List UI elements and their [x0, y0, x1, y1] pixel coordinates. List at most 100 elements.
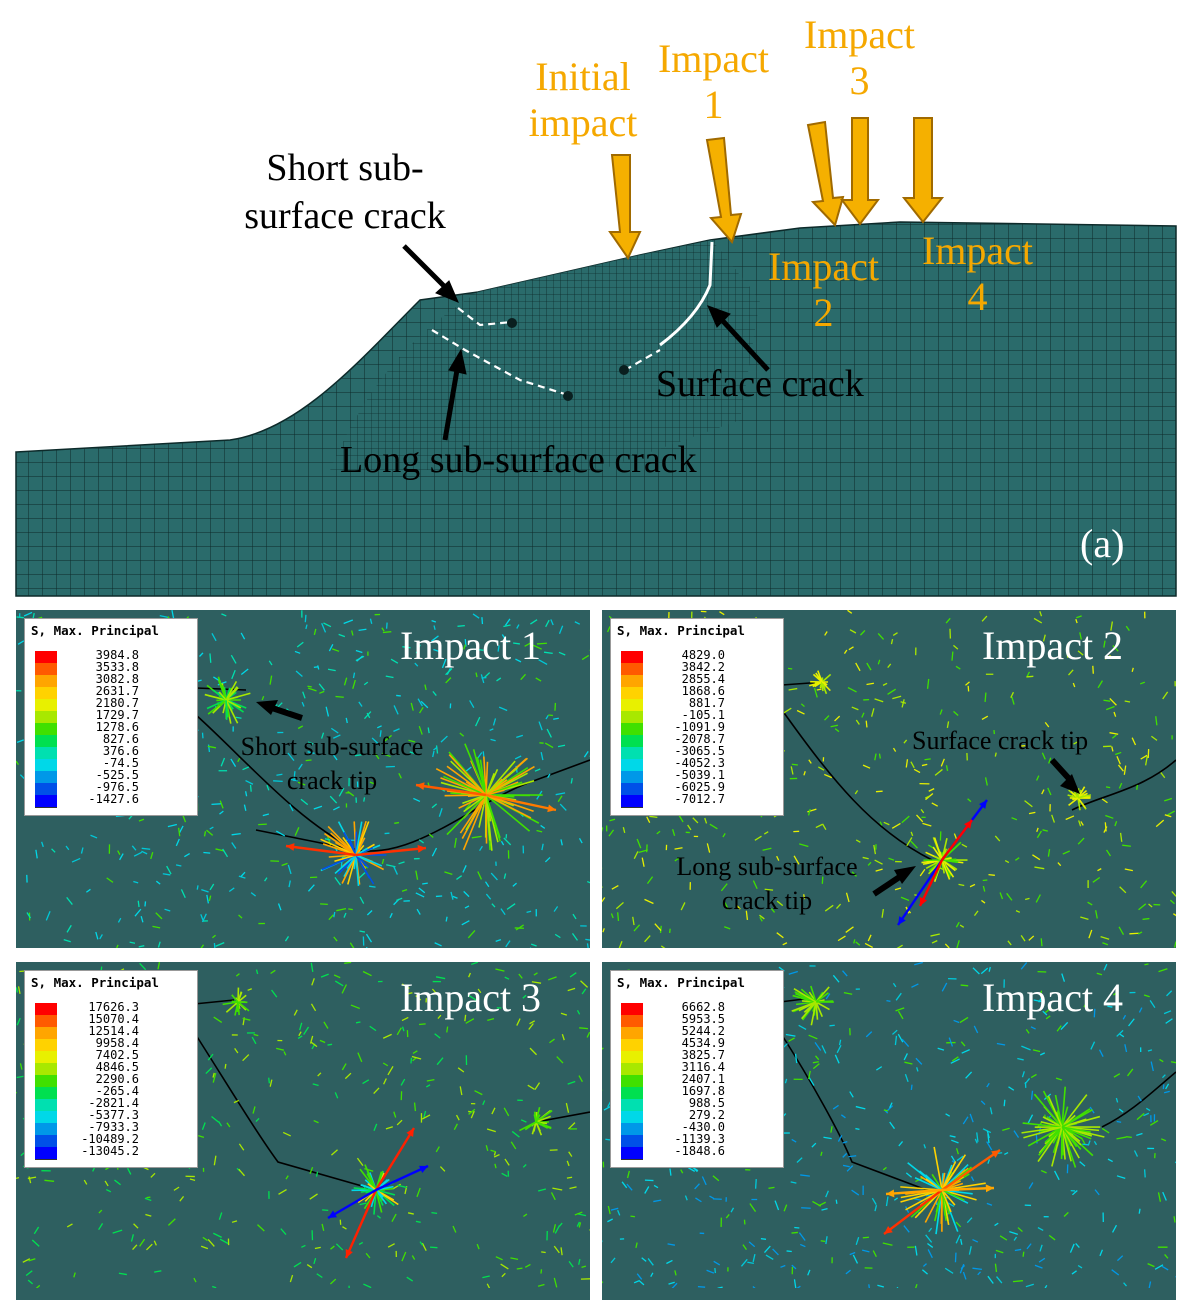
- stress-vector: [965, 681, 970, 686]
- stress-vector: [523, 1213, 528, 1218]
- stress-vector: [937, 1047, 945, 1051]
- stress-vector: [671, 1282, 678, 1288]
- stress-vector-burst: [821, 673, 832, 683]
- stress-vector: [1039, 611, 1043, 617]
- stress-vector: [503, 1107, 510, 1117]
- stress-vector: [823, 1136, 832, 1140]
- stress-vector: [1119, 832, 1123, 842]
- stress-vector: [791, 1264, 797, 1270]
- panel-title: Impact 4: [982, 975, 1124, 1020]
- stress-vector: [461, 920, 470, 926]
- stress-vector: [516, 1267, 523, 1270]
- stress-vector: [520, 1119, 527, 1123]
- stress-vector: [352, 679, 356, 689]
- stress-vector: [550, 1192, 556, 1201]
- stress-vector-burst: [803, 1001, 817, 1013]
- annotation-surface-crack-tip: Surface crack tip: [912, 726, 1089, 755]
- stress-vector: [961, 1049, 970, 1054]
- stress-vector-burst: [1061, 1126, 1092, 1140]
- stress-vector: [887, 688, 897, 695]
- stress-vector-burst: [1072, 797, 1079, 801]
- stress-vector: [814, 1055, 820, 1061]
- legend-color-bar: [35, 651, 57, 808]
- stress-vector: [834, 715, 841, 722]
- stress-vector: [150, 1172, 156, 1178]
- stress-vector: [986, 1202, 993, 1206]
- stress-vector: [835, 1199, 838, 1204]
- stress-vector: [1098, 1049, 1104, 1057]
- stress-vector: [244, 791, 248, 797]
- stress-vector: [514, 755, 522, 760]
- stress-vector: [554, 1225, 561, 1234]
- stress-vector: [1106, 705, 1115, 711]
- stress-vector: [1112, 645, 1119, 652]
- stress-vector: [668, 1281, 675, 1285]
- legend-value: 2631.7: [95, 684, 139, 698]
- stress-vector: [882, 1166, 887, 1171]
- legend-value: 1278.6: [95, 720, 139, 734]
- stress-vector: [162, 873, 171, 876]
- stress-vector: [498, 706, 508, 712]
- stress-vector: [1105, 786, 1111, 789]
- stress-vector-burst: [1038, 1126, 1063, 1156]
- stress-vector: [1011, 696, 1015, 705]
- stress-vector: [469, 700, 475, 709]
- stress-vector: [134, 908, 142, 917]
- legend-value: 2855.4: [681, 672, 725, 686]
- stress-vector: [352, 672, 356, 679]
- stress-vector: [242, 1017, 251, 1021]
- stress-vector-burst: [327, 825, 357, 856]
- stress-vector-burst: [1044, 1126, 1063, 1143]
- stress-vector: [927, 1249, 933, 1259]
- stress-vector: [724, 902, 729, 910]
- stress-vector: [212, 934, 216, 939]
- stress-vector: [825, 1190, 829, 1198]
- stress-vector: [503, 624, 511, 628]
- stress-vector: [1065, 815, 1075, 821]
- stress-vector: [328, 914, 334, 921]
- stress-vector: [1163, 1090, 1170, 1094]
- stress-vector: [287, 752, 295, 762]
- stress-vector: [334, 876, 342, 886]
- stress-vector: [544, 742, 554, 749]
- stress-vector: [1116, 1029, 1124, 1037]
- stress-vector: [309, 1166, 314, 1175]
- arrow-surface-crack: [720, 318, 770, 372]
- stress-vector: [312, 1083, 319, 1087]
- stress-vector: [332, 754, 338, 761]
- stress-vector: [955, 921, 960, 928]
- stress-vector: [874, 698, 884, 703]
- stress-vector: [25, 1270, 33, 1276]
- stress-vector: [560, 1247, 563, 1256]
- stress-vector: [903, 1053, 908, 1061]
- stress-vector: [255, 969, 259, 975]
- stress-vector: [1160, 1138, 1167, 1142]
- stress-vector: [487, 1018, 495, 1022]
- stress-vector: [579, 1027, 588, 1030]
- stress-vector: [972, 1238, 979, 1243]
- stress-vector: [294, 827, 300, 836]
- stress-vector: [864, 942, 873, 948]
- stress-vector: [387, 1243, 395, 1248]
- stress-vector: [331, 648, 340, 652]
- stress-vector: [961, 843, 968, 848]
- stress-vector: [335, 695, 344, 698]
- stress-vector: [213, 1232, 222, 1238]
- stress-vector: [373, 1123, 378, 1131]
- stress-vector: [65, 845, 70, 851]
- stress-vector: [552, 1224, 557, 1233]
- stress-vector: [159, 615, 170, 619]
- stress-vector: [892, 1029, 898, 1035]
- stress-vector: [44, 1179, 55, 1182]
- stress-vector: [567, 1080, 576, 1085]
- stress-vector: [713, 1260, 721, 1266]
- stress-vector: [506, 903, 516, 910]
- stress-vector: [1169, 899, 1175, 905]
- stress-vector: [1028, 811, 1036, 815]
- stress-vector: [118, 1272, 127, 1276]
- stress-vector: [553, 1277, 558, 1288]
- stress-vector: [298, 1031, 302, 1037]
- stress-vector: [351, 630, 354, 636]
- stress-vector: [1071, 1270, 1077, 1275]
- stress-vector: [589, 1229, 590, 1231]
